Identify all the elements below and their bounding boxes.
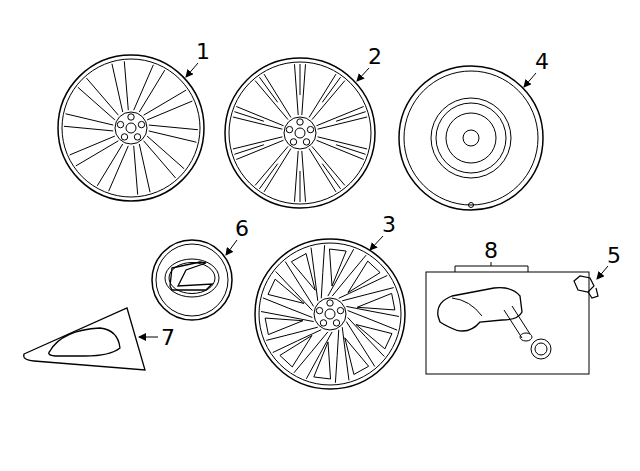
wheel-stroke bbox=[76, 141, 123, 186]
wheel-stroke bbox=[294, 151, 305, 202]
wheel-stroke bbox=[229, 62, 371, 204]
wheel-stroke bbox=[339, 275, 394, 300]
wheel-stroke bbox=[316, 107, 367, 130]
wheel-stroke bbox=[121, 134, 127, 140]
wheel-stroke bbox=[284, 117, 316, 149]
wheel-stroke bbox=[128, 114, 134, 120]
wheel-stroke bbox=[346, 306, 399, 330]
alloy-wheel bbox=[225, 58, 375, 208]
wheel-stroke bbox=[335, 327, 349, 383]
wheel-stroke bbox=[117, 121, 123, 127]
leader-lines bbox=[139, 63, 608, 337]
wheel-stroke bbox=[255, 146, 291, 191]
wheel-stroke bbox=[320, 320, 326, 326]
wheel-stroke bbox=[348, 261, 380, 292]
wheel-stroke bbox=[311, 245, 325, 301]
wheel-stroke bbox=[86, 64, 122, 115]
trim-piece bbox=[24, 308, 145, 370]
valve-nut bbox=[574, 276, 598, 298]
wheel-stroke bbox=[115, 112, 147, 144]
wheel-stroke bbox=[307, 126, 313, 132]
wheel-stroke bbox=[303, 139, 309, 145]
wheel-stroke bbox=[147, 131, 196, 169]
wheel-stroke bbox=[126, 123, 136, 133]
wheel-stroke bbox=[58, 55, 204, 201]
wheel-stroke bbox=[316, 307, 322, 313]
wheel-stroke bbox=[325, 309, 335, 319]
wheel-stroke bbox=[62, 59, 200, 197]
callout-number: 8 bbox=[484, 240, 498, 262]
wheel-stroke bbox=[297, 119, 303, 125]
wheel-stroke bbox=[261, 298, 314, 322]
wheel-stroke bbox=[64, 126, 115, 155]
wheel-stroke bbox=[309, 146, 345, 191]
wheel-stroke bbox=[233, 137, 284, 160]
wheel-stroke bbox=[266, 327, 321, 352]
wheel-stroke bbox=[139, 141, 175, 192]
wheel-stroke bbox=[147, 101, 198, 130]
wheel-stroke bbox=[309, 74, 345, 119]
wheel-stroke bbox=[327, 300, 333, 306]
alloy-wheel bbox=[255, 239, 405, 389]
wheel-stroke bbox=[286, 126, 292, 132]
wheel-group bbox=[58, 55, 405, 389]
wheel-stroke bbox=[255, 239, 405, 389]
wheel-stroke bbox=[124, 61, 153, 110]
wheel-stroke bbox=[280, 335, 312, 366]
callout-number: 3 bbox=[382, 214, 396, 236]
wheel-stroke bbox=[345, 338, 369, 375]
wheel-stroke bbox=[294, 64, 305, 115]
wheel-stroke bbox=[314, 298, 346, 330]
wheel-stroke bbox=[290, 139, 296, 145]
callout-number: 5 bbox=[607, 245, 621, 267]
wheel-stroke bbox=[357, 293, 395, 310]
wheel-stroke bbox=[265, 318, 303, 335]
callout-number: 1 bbox=[196, 41, 210, 63]
spare-wheel bbox=[399, 66, 543, 210]
wheel-stroke bbox=[225, 58, 375, 208]
callout-number: 7 bbox=[161, 327, 175, 349]
center-cap bbox=[152, 240, 232, 320]
callout-number: 2 bbox=[368, 46, 382, 68]
wheel-stroke bbox=[337, 307, 343, 313]
wheel-stroke bbox=[276, 262, 314, 311]
alloy-wheel bbox=[58, 55, 204, 201]
wheel-stroke bbox=[295, 128, 305, 138]
callout-number: 6 bbox=[235, 218, 249, 240]
wheel-stroke bbox=[138, 121, 144, 127]
wheel-stroke bbox=[66, 87, 115, 125]
wheel-stroke bbox=[316, 137, 367, 160]
wheel-stroke bbox=[233, 107, 284, 130]
wheel-stroke bbox=[255, 74, 291, 119]
wheel-stroke bbox=[346, 317, 384, 366]
wheel-stroke bbox=[259, 243, 401, 385]
wheel-stroke bbox=[291, 254, 315, 291]
callout-number: 4 bbox=[535, 51, 549, 73]
wheel-stroke bbox=[333, 320, 339, 326]
wheel-stroke bbox=[134, 134, 140, 140]
wheel-stroke bbox=[329, 249, 346, 286]
tpms-sensor bbox=[426, 262, 589, 374]
wheel-stroke bbox=[139, 70, 186, 115]
wheel-stroke bbox=[109, 146, 138, 195]
